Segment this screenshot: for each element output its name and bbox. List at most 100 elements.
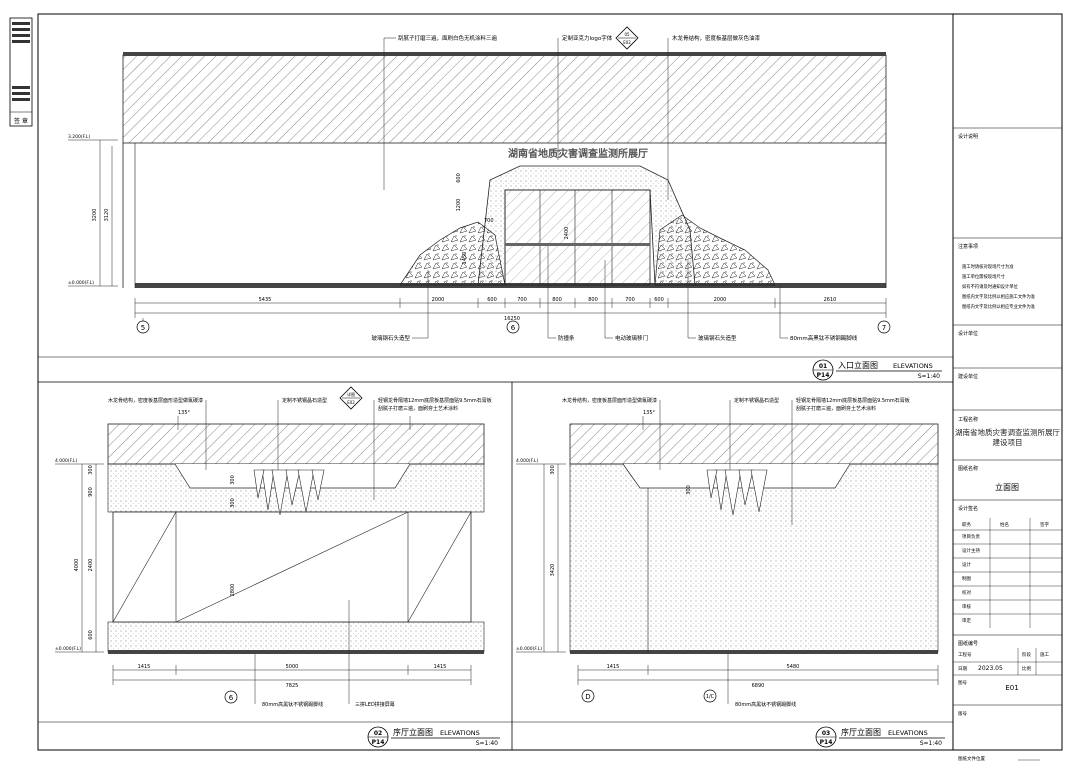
svg-text:5480: 5480 [787, 664, 800, 670]
crystal-feature-02 [253, 469, 325, 516]
callout-top-1: 刮腻子打磨三遍，面刷白色无机涂料三遍 [398, 34, 498, 42]
svg-text:600: 600 [456, 173, 462, 183]
svg-text:900: 900 [88, 487, 94, 497]
crystal-feature-03 [706, 469, 768, 516]
title-block [953, 127, 1062, 706]
svg-text:7: 7 [882, 324, 886, 332]
svg-text:ELEVATIONS: ELEVATIONS [888, 729, 928, 737]
svg-text:3420: 3420 [550, 564, 556, 577]
svg-text:审核: 审核 [962, 603, 971, 610]
svg-text:2400: 2400 [88, 559, 94, 572]
svg-text:300: 300 [230, 498, 236, 508]
svg-text:图纸编号: 图纸编号 [958, 640, 978, 647]
svg-text:如有不符请及时通知设计单位: 如有不符请及时通知设计单位 [962, 283, 1019, 290]
svg-text:700: 700 [625, 297, 635, 303]
svg-text:2610: 2610 [824, 297, 837, 303]
svg-text:项目负责: 项目负责 [962, 533, 980, 540]
foyer-elevation-03: 135° 4.000(F.L) ±0.000(F.L) 300 3420 300… [516, 397, 945, 748]
svg-text:工程号: 工程号 [958, 651, 972, 658]
grid-bubble-D [581, 689, 595, 703]
svg-text:3200: 3200 [92, 209, 98, 222]
svg-text:序厅立面图: 序厅立面图 [393, 727, 433, 737]
svg-text:600: 600 [654, 297, 664, 303]
svg-text:1415: 1415 [434, 664, 447, 670]
svg-text:800: 800 [588, 297, 598, 303]
svg-text:80mm高黑钛不锈钢踢脚线: 80mm高黑钛不锈钢踢脚线 [735, 701, 796, 708]
svg-text:入口立面图: 入口立面图 [838, 360, 878, 370]
svg-text:800: 800 [552, 297, 562, 303]
svg-text:±0.000(F.L): ±0.000(F.L) [55, 646, 81, 652]
svg-text:建设单位: 建设单位 [958, 373, 978, 380]
svg-text:三拼LED拼接屏幕: 三拼LED拼接屏幕 [355, 701, 395, 708]
svg-text:1450: 1450 [462, 252, 468, 265]
grid-bubble-5 [136, 320, 150, 334]
project-name: 湖南省地质灾害调查监测所展厅建设项目 [955, 428, 1060, 447]
svg-text:3120: 3120 [104, 209, 110, 222]
svg-text:7825: 7825 [286, 683, 299, 689]
svg-text:4.000(F.L): 4.000(F.L) [55, 458, 77, 464]
svg-text:6: 6 [229, 694, 234, 702]
svg-text:定制不锈钢晶石造型: 定制不锈钢晶石造型 [734, 397, 779, 404]
svg-text:审定: 审定 [962, 617, 971, 624]
svg-text:电动玻璃移门: 电动玻璃移门 [615, 334, 648, 342]
svg-text:ELEVATIONS: ELEVATIONS [440, 729, 480, 737]
svg-text:设计: 设计 [962, 561, 971, 568]
elevation-title-02: 02 P14 序厅立面图 ELEVATIONS S=1:40 [367, 726, 500, 748]
svg-text:P14: P14 [820, 739, 833, 746]
tb-design-note: 设计说明 [958, 133, 978, 140]
svg-text:2000: 2000 [714, 297, 727, 303]
svg-text:600: 600 [487, 297, 497, 303]
svg-text:5000: 5000 [286, 664, 299, 670]
svg-text:玻璃钢石头造型: 玻璃钢石头造型 [698, 334, 737, 342]
svg-text:1/C: 1/C [706, 694, 715, 700]
svg-text:300: 300 [686, 485, 692, 495]
drawing-name: 立面图 [995, 482, 1019, 492]
svg-text:ELEVATIONS: ELEVATIONS [893, 362, 933, 370]
svg-text:6: 6 [511, 324, 516, 332]
svg-text:木龙骨结构，密度板基层面形造型做氟碳漆: 木龙骨结构，密度板基层面形造型做氟碳漆 [108, 397, 203, 404]
svg-text:4.000(F.L): 4.000(F.L) [516, 458, 538, 464]
logo-text: 湖南省地质灾害调查监测所展厅 [508, 147, 648, 160]
svg-text:图纸内文字及比例以相应专业文件为准: 图纸内文字及比例以相应专业文件为准 [962, 303, 1036, 310]
svg-text:5: 5 [141, 324, 145, 332]
glass-sliding-door [504, 189, 651, 286]
svg-text:E02: E02 [623, 40, 631, 45]
svg-text:图纸名称: 图纸名称 [958, 465, 978, 472]
svg-text:玻璃钢石头造型: 玻璃钢石头造型 [371, 334, 410, 342]
level-top: 3.200(F.L) [68, 134, 90, 140]
svg-text:木龙骨结构，密度板基层面形造型做氟碳漆: 木龙骨结构，密度板基层面形造型做氟碳漆 [562, 397, 657, 404]
dim-ticks [134, 298, 887, 318]
level-floor: ±0.000(F.L) [68, 280, 94, 286]
svg-text:图号: 图号 [958, 680, 967, 686]
svg-text:P14: P14 [817, 372, 830, 379]
svg-text:签字: 签字 [1040, 521, 1049, 528]
svg-text:工程名称: 工程名称 [958, 416, 978, 423]
svg-text:序厅立面图: 序厅立面图 [841, 727, 881, 737]
detail-bubble-02[interactable]: 详图 E02 [339, 386, 363, 410]
bumper-strip [505, 243, 650, 246]
ceiling-soffit [122, 54, 887, 144]
svg-text:2800: 2800 [230, 584, 236, 597]
svg-text:制图: 制图 [962, 575, 971, 582]
date-value: 2023.05 [978, 665, 1003, 672]
svg-text:5435: 5435 [259, 297, 272, 303]
left-strip-label: 签 章 [14, 117, 28, 125]
svg-text:4000: 4000 [74, 559, 80, 572]
svg-text:05: 05 [624, 32, 630, 37]
detail-bubble-01[interactable]: 05 E02 [615, 26, 639, 50]
svg-text:图纸内文字及比例以相应施工文件为准: 图纸内文字及比例以相应施工文件为准 [962, 293, 1036, 300]
left-signature-strip: 签 章 [9, 17, 33, 127]
svg-text:600: 600 [88, 630, 94, 640]
svg-text:03: 03 [822, 730, 830, 737]
svg-text:2000: 2000 [432, 297, 445, 303]
grid-bubble-7 [877, 320, 891, 334]
sheet-number: E01 [1005, 684, 1018, 692]
svg-text:施工单位需按现场尺寸: 施工单位需按现场尺寸 [962, 273, 1006, 280]
svg-text:2400: 2400 [564, 227, 570, 240]
svg-text:P14: P14 [372, 739, 385, 746]
svg-text:刮腻子打磨三遍，面刷夯土艺术涂料: 刮腻子打磨三遍，面刷夯土艺术涂料 [796, 405, 876, 412]
svg-text:S=1:40: S=1:40 [918, 373, 940, 380]
svg-text:02: 02 [374, 730, 382, 737]
file-location: 图纸文件位置 [958, 755, 985, 762]
